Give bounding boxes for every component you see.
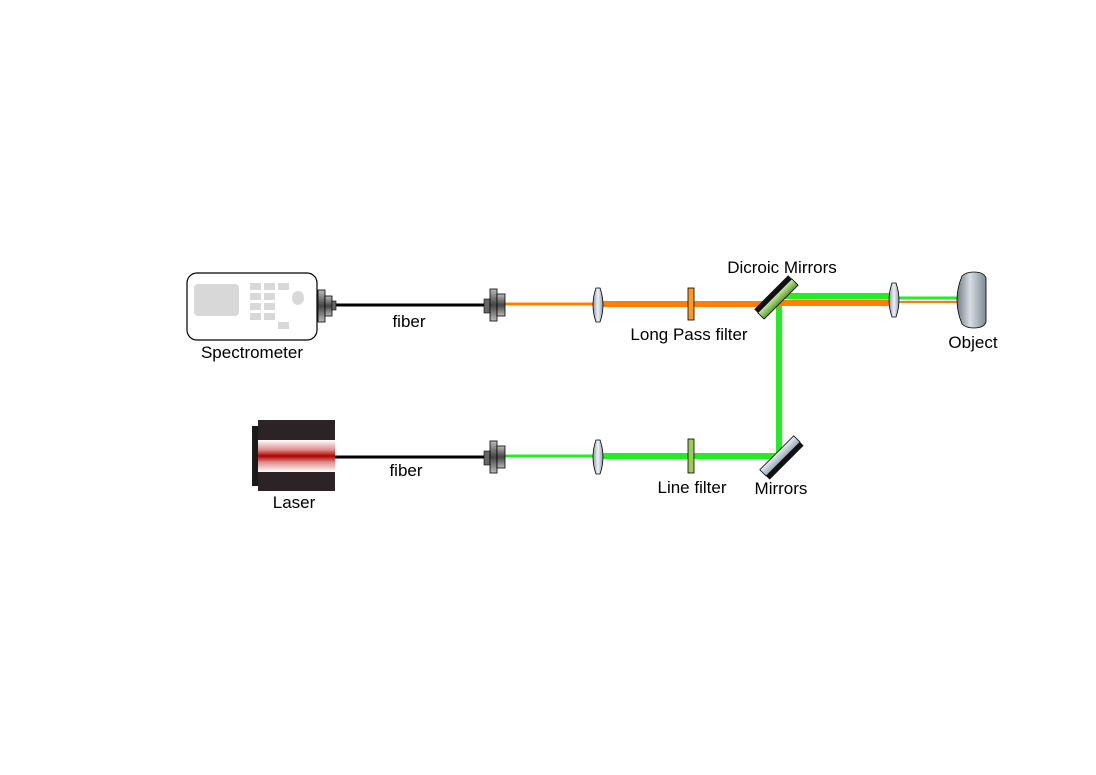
lens-top <box>592 287 604 323</box>
label-fiber-bottom: fiber <box>389 461 422 480</box>
object <box>956 271 987 329</box>
spectrometer <box>186 272 337 341</box>
label-fiber-top: fiber <box>392 312 425 331</box>
label-mirrors: Mirrors <box>755 479 808 498</box>
fiber-coupler-bottom <box>483 440 506 474</box>
lens-bottom <box>592 439 604 475</box>
spectrometer-display <box>194 284 239 316</box>
label-dicroic-mirrors: Dicroic Mirrors <box>727 258 837 277</box>
label-long-pass-filter: Long Pass filter <box>630 325 748 344</box>
spectrometer-keypad <box>250 283 304 329</box>
lens-object <box>888 282 900 318</box>
label-spectrometer: Spectrometer <box>201 343 303 362</box>
label-laser: Laser <box>273 493 316 512</box>
long-pass-filter <box>687 287 695 321</box>
line-filter <box>687 438 695 474</box>
laser-core <box>258 440 335 472</box>
label-object: Object <box>948 333 997 352</box>
dichroic-mirror <box>754 275 799 320</box>
fiber-coupler-top <box>483 288 506 322</box>
laser <box>252 420 335 491</box>
label-line-filter: Line filter <box>658 478 727 497</box>
mirror <box>759 435 804 480</box>
beams <box>505 293 960 459</box>
